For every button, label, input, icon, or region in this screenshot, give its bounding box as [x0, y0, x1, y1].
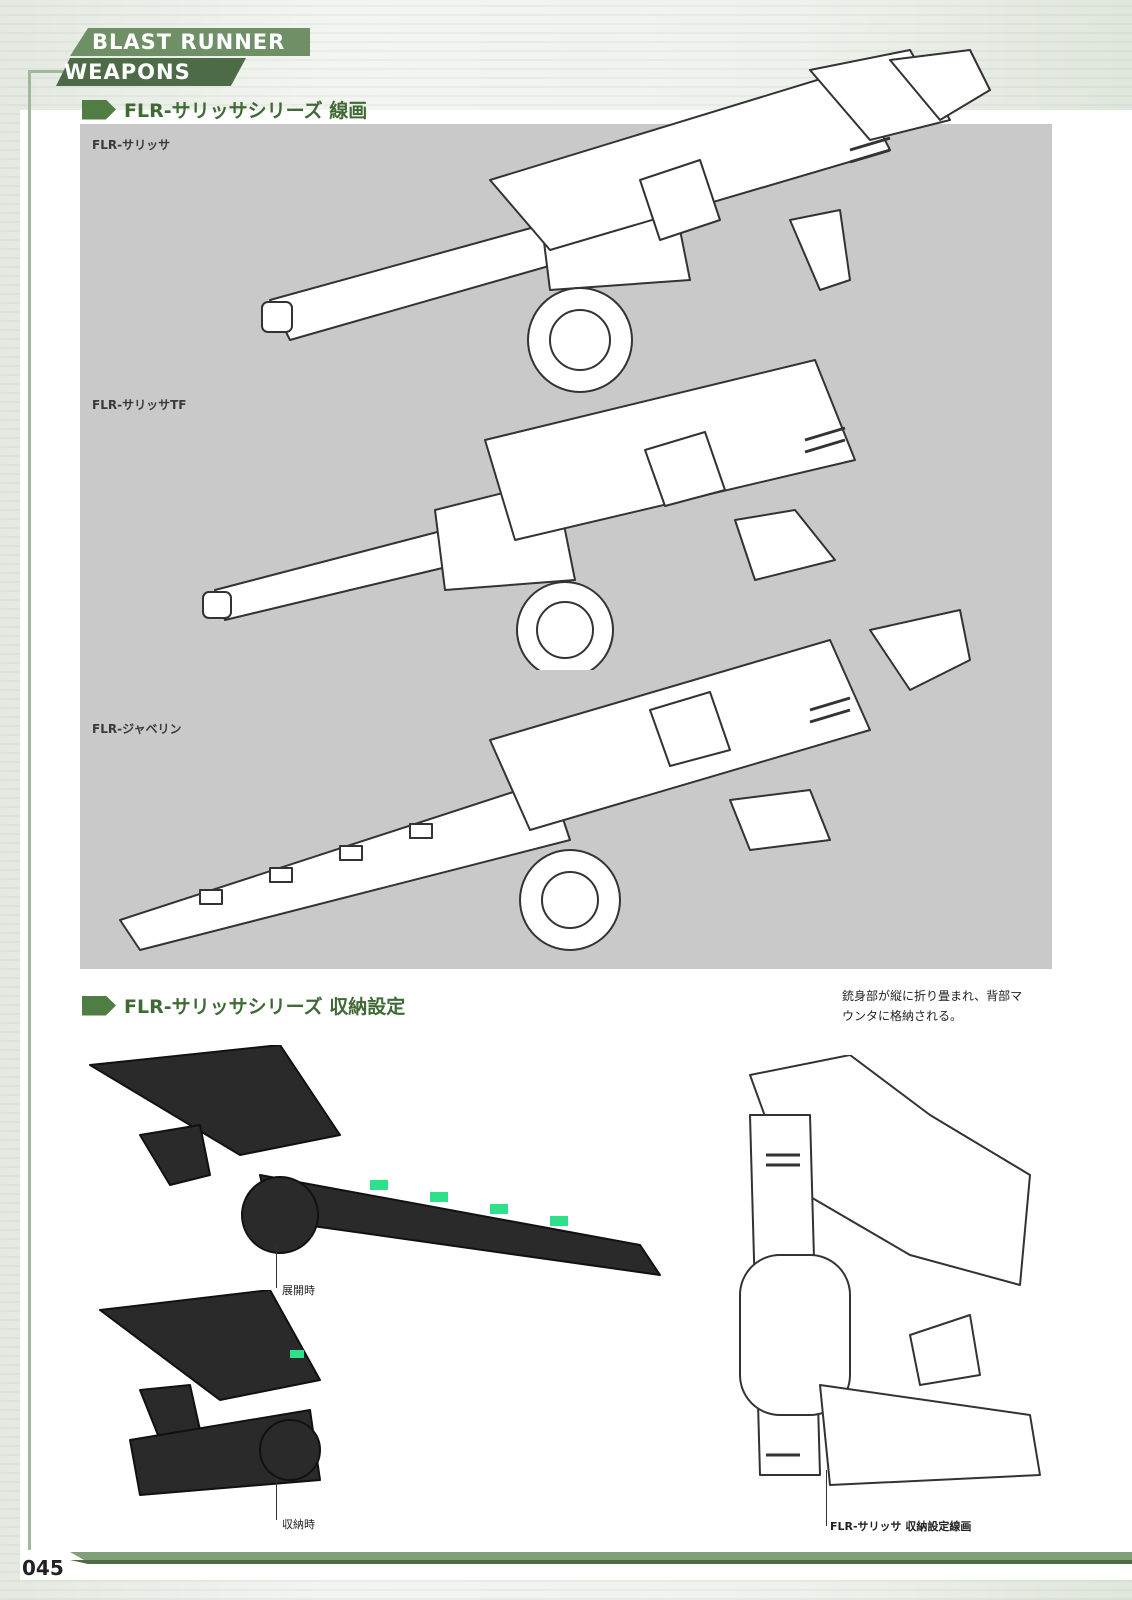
storage-note-line1: 銃身部が縦に折り畳まれ、背部マ — [842, 989, 1023, 1003]
header-title-line2: WEAPONS — [64, 60, 191, 84]
section-heading-lineart: FLR-サリッサシリーズ 線画 — [82, 96, 367, 123]
section-title: FLR-サリッサシリーズ 線画 — [124, 100, 368, 122]
section-arrow-icon — [82, 995, 116, 1016]
storage-note-line2: ウンタに格納される。 — [842, 1009, 963, 1023]
header-band-bottom — [56, 58, 246, 86]
page-number: 045 — [22, 1556, 64, 1580]
section-title: FLR-サリッサシリーズ 収納設定 — [124, 996, 406, 1018]
header-title-line1: BLAST RUNNER — [92, 30, 286, 54]
caption-leader-stowed — [276, 1478, 277, 1520]
caption-stowed: 収納時 — [282, 1518, 315, 1531]
header-band-top — [70, 28, 310, 56]
frame-line-top — [28, 70, 78, 73]
deployed-model-photo — [89, 1045, 661, 1276]
javelin-lineart — [119, 609, 971, 951]
sarissa-lineart — [261, 49, 991, 393]
weapon-label-sarissa-tf: FLR-サリッサTF — [92, 398, 187, 412]
section-arrow-icon — [82, 99, 116, 120]
weapon-label-sarissa: FLR-サリッサ — [92, 138, 171, 152]
weapon-label-javelin: FLR-ジャベリン — [92, 722, 182, 736]
stowed-lineart — [739, 1055, 1041, 1486]
header-band: BLAST RUNNER WEAPONS — [56, 28, 310, 86]
section-heading-storage: FLR-サリッサシリーズ 収納設定 — [82, 992, 405, 1019]
stowed-model-photo — [99, 1290, 321, 1496]
footer-bar — [70, 1552, 1132, 1564]
caption-leader-lineart — [826, 1470, 827, 1526]
caption-lineart: FLR-サリッサ 収納設定線画 — [830, 1520, 972, 1533]
caption-deployed: 展開時 — [282, 1284, 315, 1297]
sarissa-tf-lineart — [202, 359, 856, 670]
frame-line-left — [28, 70, 31, 1550]
storage-note: 銃身部が縦に折り畳まれ、背部マ ウンタに格納される。 — [842, 986, 1022, 1026]
caption-leader-deployed — [276, 1246, 277, 1288]
